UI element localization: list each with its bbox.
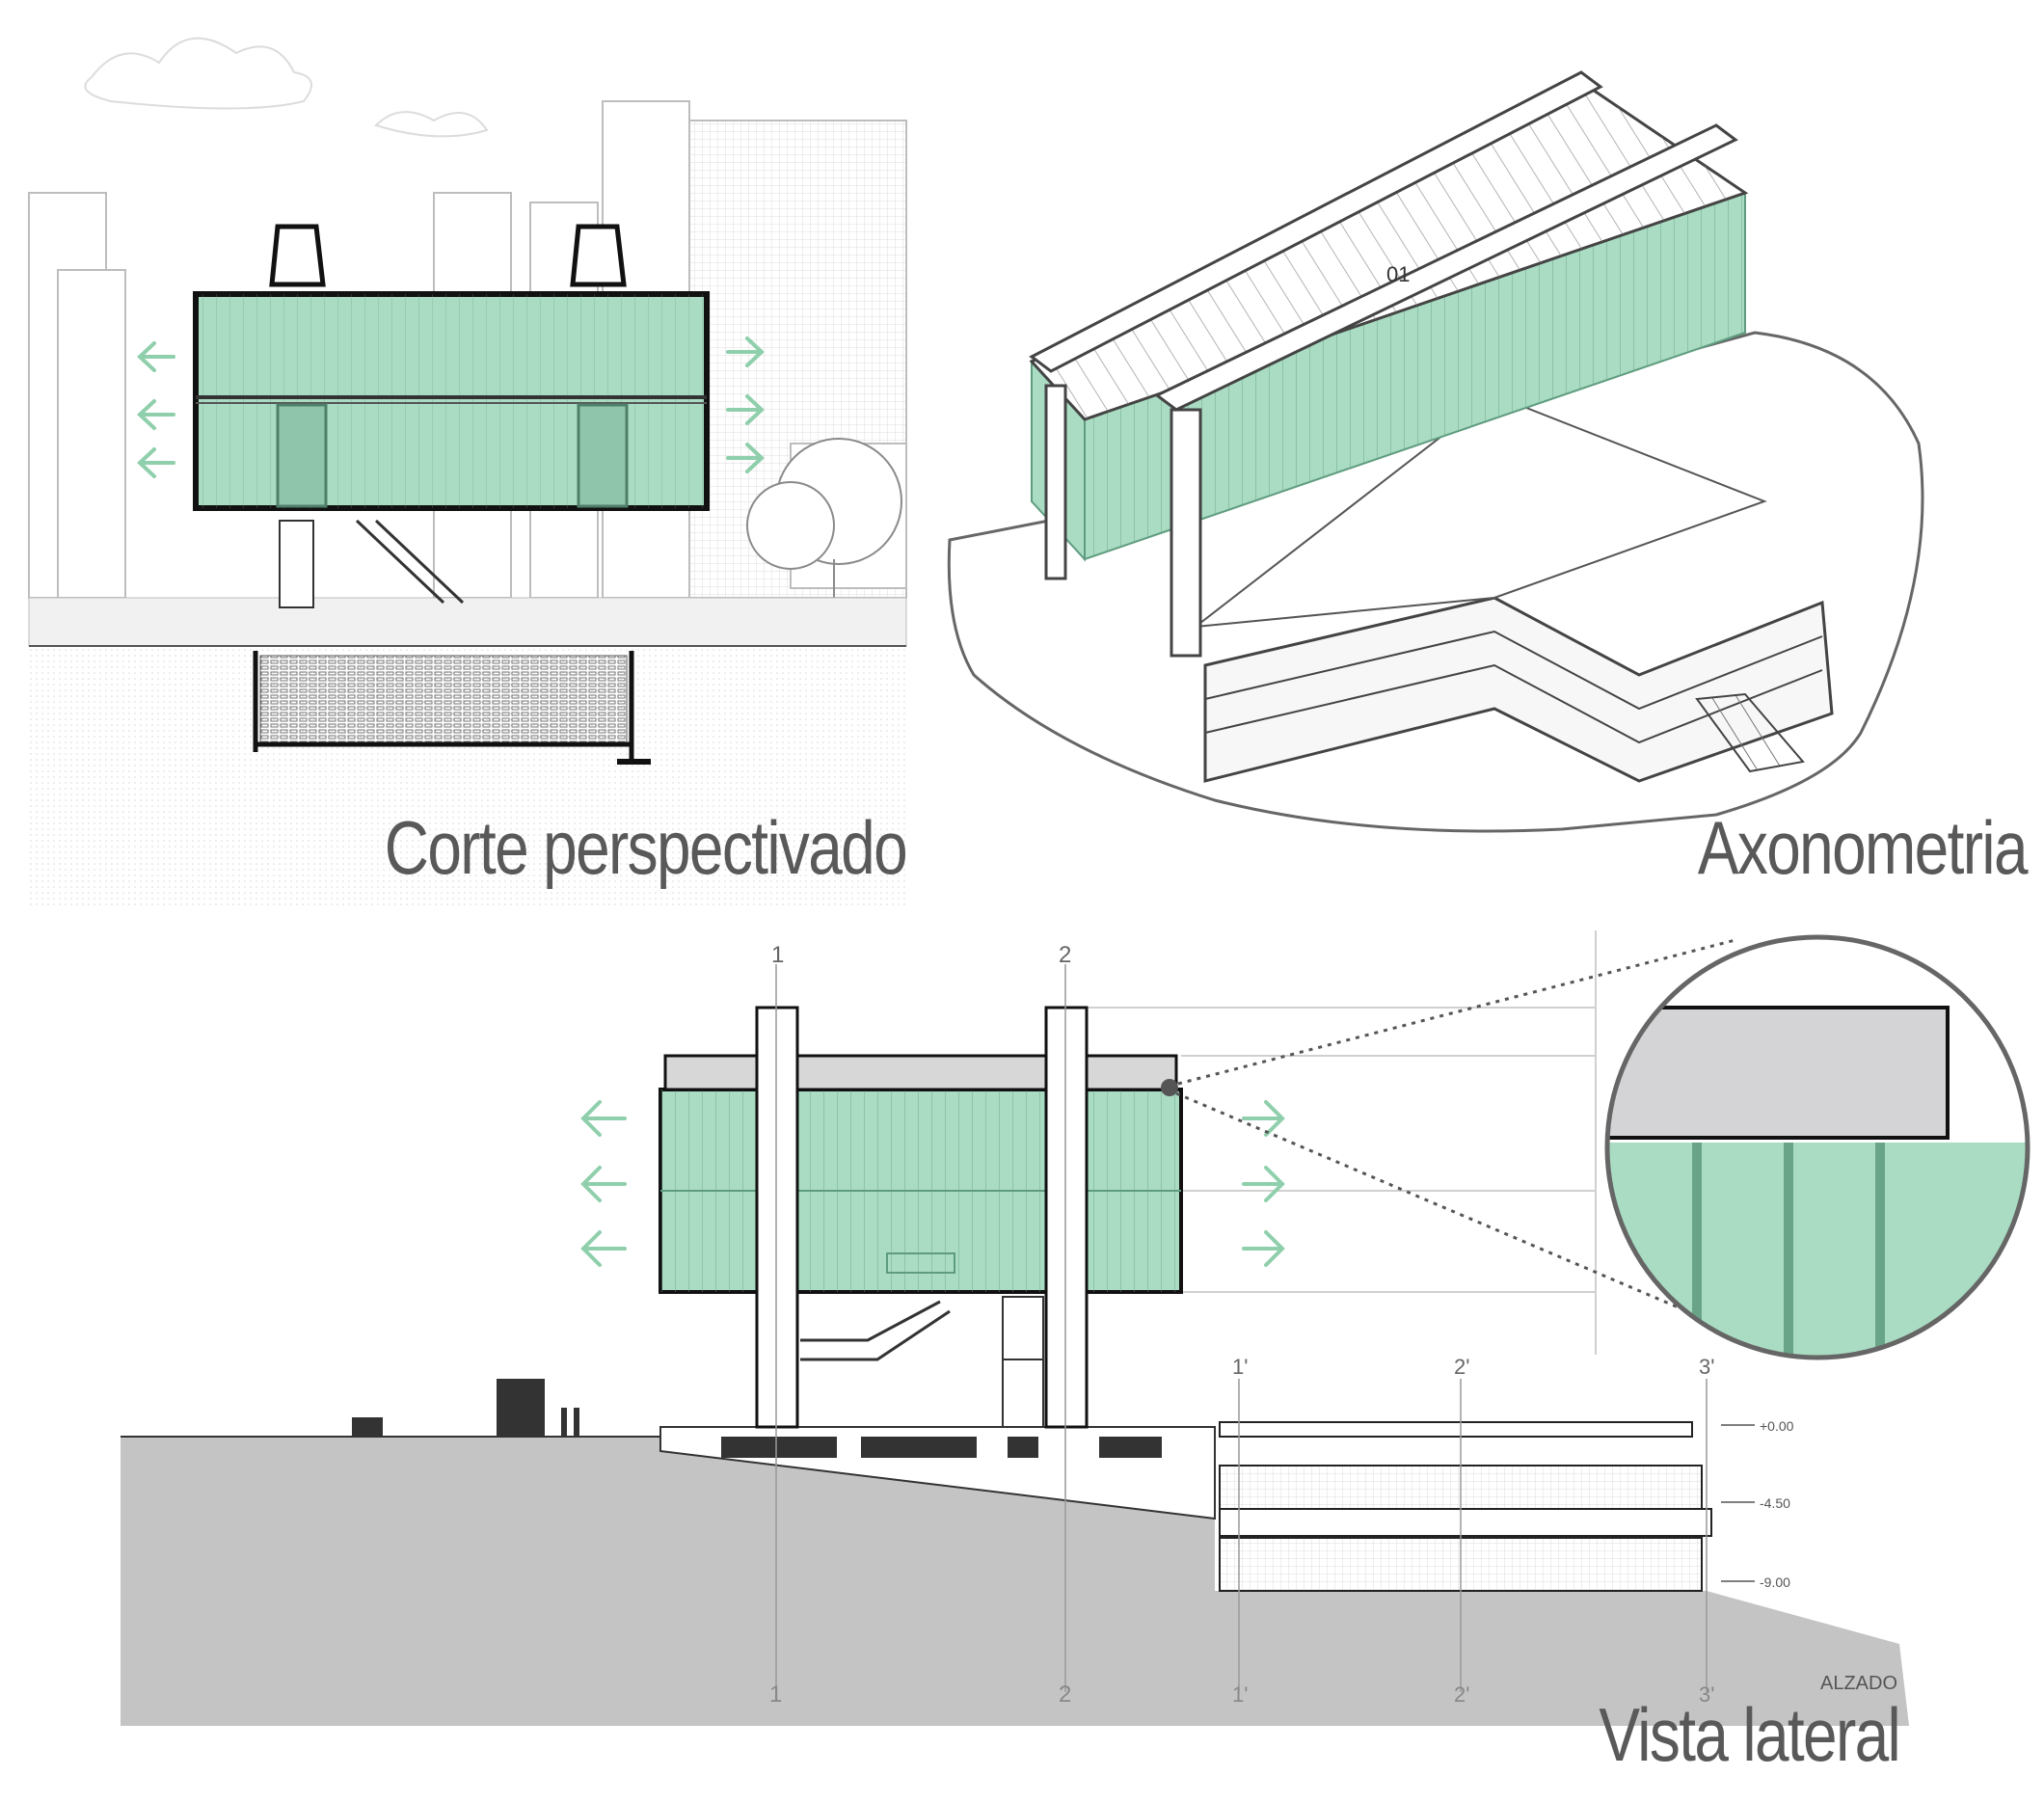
grid-label-top-2: 2 [1059,942,1071,968]
grid-label-right-top-2: 2' [1454,1355,1469,1379]
arrow-right-icon [726,443,765,473]
section-caption: Corte perspectivado [384,805,908,890]
grid-label-right-top-1: 1' [1232,1355,1248,1379]
lower-office-block [1203,596,1834,783]
elevation-arrows-left [580,1100,627,1267]
cloud [374,111,489,138]
person [574,1408,579,1437]
lower-offices-elevation [1219,1421,1712,1592]
car [352,1417,383,1437]
grid-label-right-bottom-3: 3' [1699,1682,1714,1707]
level-label-1: -4.50 [1760,1495,1790,1511]
level-label-0: +0.00 [1760,1418,1794,1434]
arrow-left-icon [137,341,175,372]
airflow-arrows-left [137,341,175,478]
sheet-label: ALZADO [1820,1673,1897,1694]
axonometry-caption: Axonometria [1697,805,2029,890]
elevation-panel: 1 2 1 2 1' 2' 3' 1' 2' 3' +0.00 -4.50 -9… [121,930,2031,1726]
arrow-left-icon [137,447,175,478]
elevation-columns [755,1006,1089,1429]
section-panel [28,29,907,906]
bus [497,1379,545,1437]
arrow-left-icon [580,1230,627,1267]
grid-label-right-bottom-2: 2' [1454,1682,1469,1707]
arrow-left-icon [580,1166,627,1202]
grid-label-top-1: 1 [771,942,784,968]
axonometry-block-label: 01 [1386,262,1410,286]
arrow-right-icon [1242,1100,1285,1137]
underground-auditorium [253,651,651,765]
person [561,1408,567,1437]
arrow-left-icon [580,1100,627,1137]
grid-label-bottom-2: 2 [1059,1682,1071,1708]
airflow-arrows-right [726,336,765,473]
axonometry-panel: 01 [947,70,1924,833]
magnifier-detail-icon [1604,934,2031,1360]
elevation-caption: Vista lateral [1599,1692,1900,1777]
arrow-right-icon [1242,1230,1285,1267]
cloud [84,37,312,110]
tree [746,438,902,617]
arrow-left-icon [137,399,175,430]
grid-label-bottom-1: 1 [769,1682,782,1708]
grid-label-right-bottom-1: 1' [1232,1682,1248,1707]
level-label-2: -9.00 [1760,1574,1790,1590]
roof-beams [269,224,627,287]
portal-frames [1029,70,1738,658]
arrow-right-icon [726,394,765,425]
grid-label-right-top-3: 3' [1699,1355,1714,1379]
elevation-ground [121,1437,1909,1726]
arrow-right-icon [1242,1166,1285,1202]
arrow-right-icon [726,336,765,367]
elevation-arrows-right [1242,1100,1285,1267]
